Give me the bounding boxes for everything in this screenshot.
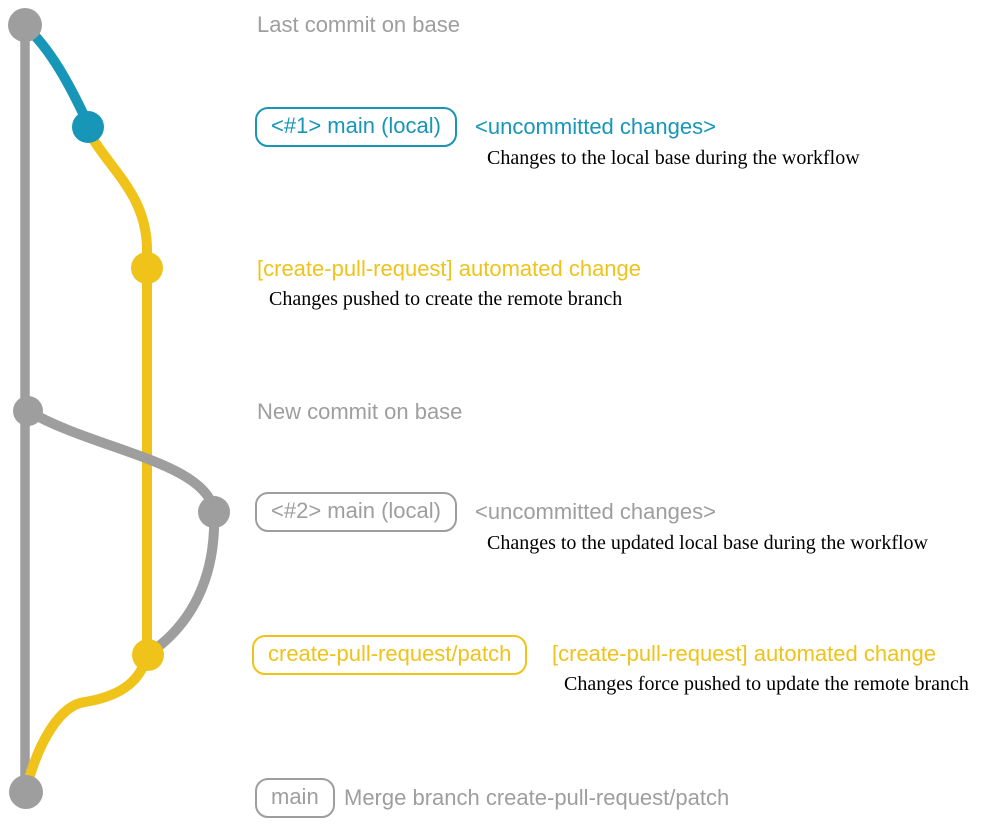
branch-pill-main-local-2: <#2> main (local): [255, 492, 457, 532]
branch-line-patch-lower: [21, 650, 152, 795]
commit-dot-merge-base: [9, 775, 43, 809]
annotation-automated-change-2: [create-pull-request] automated change: [552, 641, 937, 666]
commit-dot-main-local-1: [72, 111, 104, 143]
annotation-uncommitted-changes-1: <uncommitted changes>: [475, 114, 716, 139]
branch-pill-create-pull-request-patch: create-pull-request/patch: [252, 635, 528, 675]
annotation-automated-change-1: [create-pull-request] automated change: [257, 256, 642, 281]
branch-line-main-local-2: [23, 406, 220, 658]
branch-pill-main: main: [255, 778, 335, 818]
annotation-uncommitted-changes-2: <uncommitted changes>: [475, 499, 716, 524]
description-automated-change-2: Changes force pushed to update the remot…: [564, 673, 969, 695]
branch-pill-main-local-1: <#1> main (local): [255, 107, 457, 147]
commit-dot-last-base: [8, 8, 42, 42]
commit-dot-new-base: [13, 396, 43, 426]
annotation-new-commit-on-base: New commit on base: [257, 399, 463, 424]
commit-dot-main-local-2: [198, 496, 230, 528]
branch-line-patch-upper: [83, 126, 152, 660]
commit-dot-patch-1: [131, 252, 163, 284]
description-automated-change-1: Changes pushed to create the remote bran…: [269, 288, 623, 310]
annotation-last-commit-on-base: Last commit on base: [257, 12, 460, 37]
description-uncommitted-changes-2: Changes to the updated local base during…: [487, 532, 928, 554]
description-uncommitted-changes-1: Changes to the local base during the wor…: [487, 147, 860, 169]
branch-line-main-local-1: [20, 21, 93, 129]
commit-dot-patch-2: [132, 639, 164, 671]
annotation-merge-commit: Merge branch create-pull-request/patch: [344, 785, 730, 810]
